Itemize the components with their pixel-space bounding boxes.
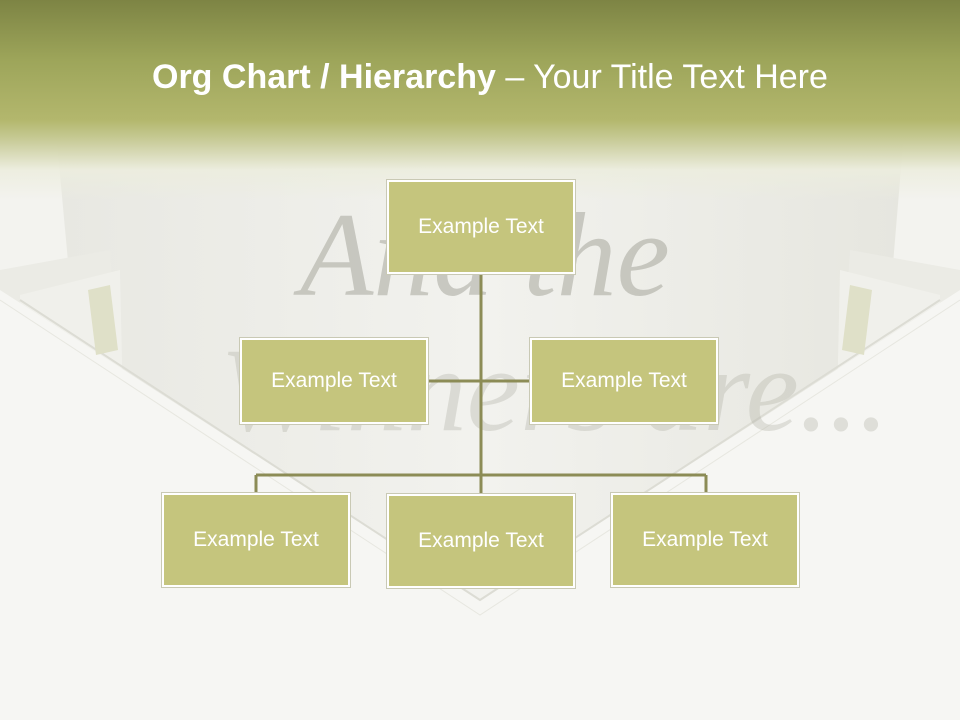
org-node-level2-left[interactable]: Example Text [240, 338, 428, 424]
org-node-root[interactable]: Example Text [387, 180, 575, 274]
header-band [0, 0, 960, 200]
org-node-level3-left[interactable]: Example Text [162, 493, 350, 587]
org-node-level2-right[interactable]: Example Text [530, 338, 718, 424]
page-title: Org Chart / Hierarchy – Your Title Text … [152, 55, 828, 99]
org-node-level3-center[interactable]: Example Text [387, 494, 575, 588]
title-rest: – Your Title Text Here [505, 58, 828, 96]
title-bold: Org Chart / Hierarchy [152, 58, 496, 96]
org-node-level3-right[interactable]: Example Text [611, 493, 799, 587]
